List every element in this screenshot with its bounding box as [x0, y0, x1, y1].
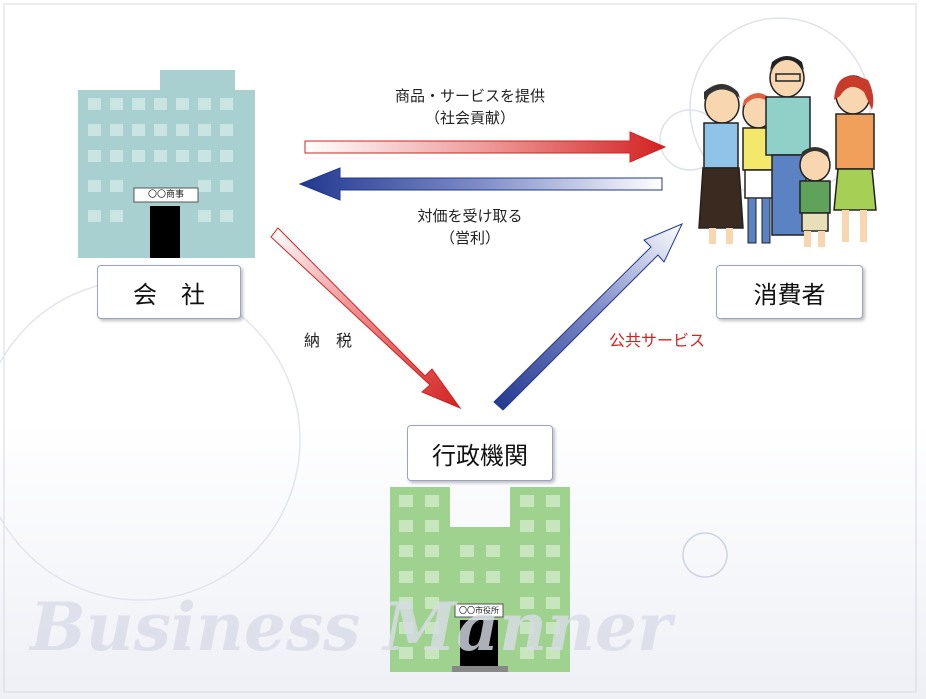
consumer-label-box: 消費者 [716, 265, 863, 319]
provide-label-line1: 商品・サービスを提供 [394, 87, 545, 105]
government-sign: 〇〇市役所 [459, 606, 499, 615]
watermark-text: Business Manner [28, 588, 676, 666]
payment-label: 対価を受け取る （営利） [380, 205, 560, 249]
frame [3, 3, 917, 693]
provide-label-line2: （社会貢献） [424, 109, 515, 127]
tax-arrow [270, 227, 462, 410]
company-label-box: 会 社 [97, 265, 241, 319]
company-door [150, 206, 180, 258]
payment-label-line2: （営利） [439, 229, 500, 247]
payment-arrow [298, 167, 663, 201]
provide-arrow [304, 131, 667, 163]
consumer-label: 消費者 [753, 280, 826, 309]
company-label: 会 社 [133, 280, 205, 309]
public-service-arrow [493, 223, 684, 411]
public-service-label: 公共サービス [608, 331, 705, 350]
payment-label-line1: 対価を受け取る [417, 207, 523, 225]
bg-circle-small [682, 532, 728, 578]
government-building-icon [390, 487, 570, 672]
company-building-icon [78, 70, 255, 258]
company-sign: 〇〇商事 [147, 190, 184, 200]
government-label-box: 行政機関 [407, 425, 553, 481]
provide-label: 商品・サービスを提供 （社会貢献） [360, 85, 580, 129]
government-label: 行政機関 [432, 441, 528, 470]
tax-label: 納 税 [303, 331, 352, 350]
family-illustration [698, 56, 877, 247]
